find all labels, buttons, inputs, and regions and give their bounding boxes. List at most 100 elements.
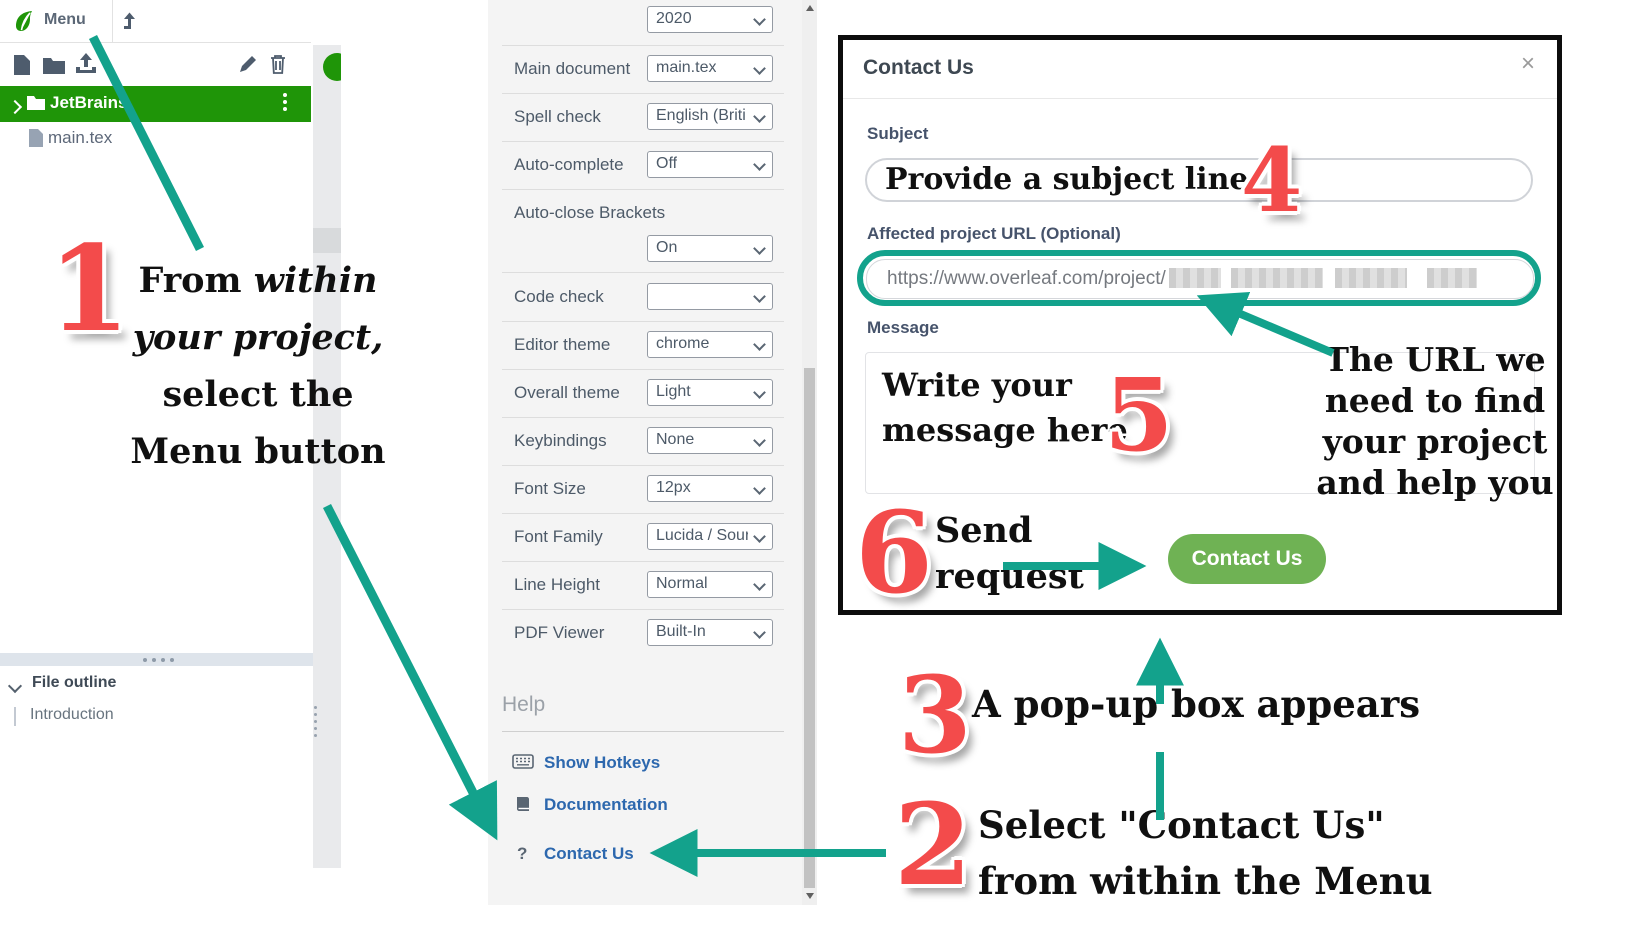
select-value: main.tex (656, 59, 717, 76)
menu-button[interactable]: Menu (44, 11, 86, 28)
file-outline-header[interactable]: File outline (0, 666, 311, 703)
message-textarea[interactable]: Write your message here 5 (865, 352, 1535, 494)
row-divider (502, 321, 784, 322)
publish-arrow-icon[interactable] (120, 10, 142, 37)
spell-check-label: Spell check (514, 107, 601, 126)
overleaf-logo-icon (12, 8, 38, 39)
show-hotkeys-label: Show Hotkeys (544, 753, 661, 772)
outline-item[interactable]: Introduction (0, 702, 311, 732)
folder-icon (26, 95, 46, 116)
question-icon: ? (517, 844, 528, 863)
outline-resize-bar[interactable] (0, 653, 313, 666)
expand-chevron-icon[interactable] (7, 99, 23, 117)
settings-scrollbar[interactable] (802, 0, 817, 905)
step-5-number: 5 (1104, 356, 1174, 474)
select-value: Lucida / Sour (656, 527, 748, 544)
scrollbar-thumb[interactable] (804, 368, 815, 888)
rename-pencil-icon[interactable] (238, 54, 258, 79)
pdf-viewer-select[interactable]: Built-In (647, 619, 773, 646)
row-divider (502, 45, 784, 46)
url-highlight-ring: https://www.overleaf.com/project/ (857, 250, 1541, 306)
upload-icon[interactable] (74, 53, 98, 80)
row-divider (502, 465, 784, 466)
message-label: Message (867, 318, 939, 337)
auto-complete-select[interactable]: Off (647, 151, 773, 178)
chevron-down-icon (753, 386, 766, 399)
scrollbar-thumb[interactable] (313, 228, 341, 253)
main-document-select[interactable]: main.tex (647, 55, 773, 82)
tree-file-row[interactable]: main.tex (0, 122, 311, 156)
chevron-down-icon (753, 530, 766, 543)
new-folder-icon[interactable] (42, 56, 66, 80)
project-url-value: https://www.overleaf.com/project/ (887, 268, 1477, 290)
row-divider (502, 369, 784, 370)
modal-header-divider (843, 98, 1557, 99)
editor-header: Menu (0, 0, 311, 43)
font-family-label: Font Family (514, 527, 603, 546)
contact-us-submit-button[interactable]: Contact Us (1168, 534, 1326, 584)
editor-theme-select[interactable]: chrome (647, 331, 773, 358)
contact-us-label: Contact Us (544, 844, 634, 863)
step-6-number: 6 (855, 488, 933, 619)
step-2-text: Select "Contact Us" from within the Menu (978, 803, 1433, 903)
select-value: Normal (656, 575, 708, 592)
outline-item-label: Introduction (30, 706, 114, 723)
font-size-select[interactable]: 12px (647, 475, 773, 502)
file-name[interactable]: main.tex (48, 128, 113, 147)
chevron-down-icon (753, 62, 766, 75)
project-url-input[interactable]: https://www.overleaf.com/project/ (866, 259, 1534, 299)
row-divider (502, 141, 784, 142)
send-request-annotation: Send request (935, 510, 1084, 597)
chevron-down-icon (753, 338, 766, 351)
select-value: 12px (656, 479, 691, 496)
row-divider (502, 272, 784, 273)
collapse-chevron-icon[interactable] (7, 678, 23, 696)
auto-close-brackets-label: Auto-close Brackets (514, 203, 666, 222)
scroll-down-arrow-icon[interactable] (806, 893, 814, 899)
chevron-down-icon (753, 110, 766, 123)
font-family-select[interactable]: Lucida / Sour (647, 523, 773, 550)
chevron-down-icon (753, 290, 766, 303)
spell-check-select[interactable]: English (Briti (647, 103, 773, 130)
documentation-label: Documentation (544, 795, 668, 814)
pane-drag-handle-icon[interactable] (314, 706, 317, 737)
subject-annotation: Provide a subject line (885, 162, 1249, 197)
chevron-down-icon (753, 158, 766, 171)
editor-theme-label: Editor theme (514, 335, 611, 354)
row-divider (502, 609, 784, 610)
code-check-select[interactable] (647, 283, 773, 310)
step-2-number: 2 (894, 780, 972, 911)
chevron-down-icon (753, 482, 766, 495)
overall-theme-select[interactable]: Light (647, 379, 773, 406)
keyboard-icon (512, 754, 534, 774)
chevron-down-icon (753, 626, 766, 639)
close-icon[interactable]: × (1521, 50, 1536, 77)
scroll-up-arrow-icon[interactable] (806, 5, 814, 11)
subject-input[interactable]: Provide a subject line (865, 158, 1533, 202)
line-height-select[interactable]: Normal (647, 571, 773, 598)
auto-complete-label: Auto-complete (514, 155, 624, 174)
left-menu-settings-panel: 2020 Main document main.tex Spell check … (488, 0, 802, 905)
folder-menu-dots-icon[interactable] (283, 93, 287, 111)
row-divider (502, 561, 784, 562)
keybindings-select[interactable]: None (647, 427, 773, 454)
new-file-icon[interactable] (12, 54, 32, 81)
step-4-number: 4 (1241, 128, 1303, 232)
help-divider (502, 731, 784, 732)
auto-close-brackets-select[interactable]: On (647, 235, 773, 262)
folder-name[interactable]: JetBrains (50, 93, 128, 112)
keybindings-label: Keybindings (514, 431, 607, 450)
step-3-text: A pop-up box appears (972, 682, 1421, 726)
select-value: English (Briti (656, 107, 746, 124)
recompile-circle-icon (323, 53, 341, 81)
trash-icon[interactable] (268, 53, 288, 80)
tree-folder-row[interactable]: JetBrains (0, 86, 311, 122)
modal-title: Contact Us (863, 56, 974, 79)
row-divider (502, 417, 784, 418)
pdf-viewer-label: PDF Viewer (514, 623, 605, 642)
font-size-label: Font Size (514, 479, 586, 498)
outline-indent-bar (14, 707, 16, 726)
redacted-block (1168, 268, 1221, 288)
compiler-year-select[interactable]: 2020 (647, 6, 773, 33)
